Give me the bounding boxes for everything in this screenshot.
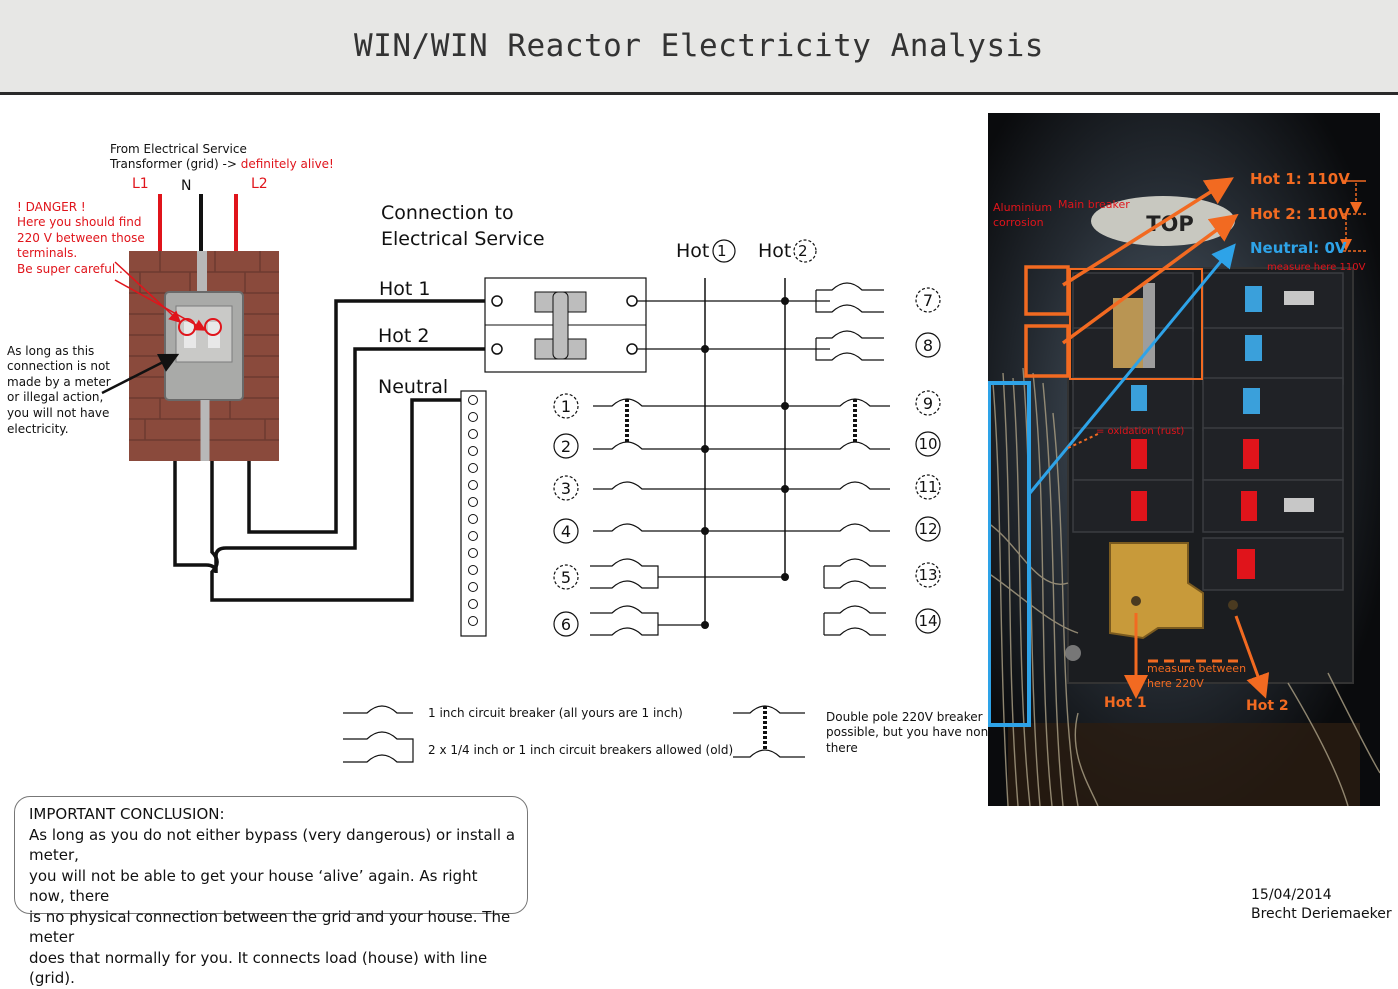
measure-220-note-1: measure between: [1147, 662, 1247, 675]
circuit-number-2: 2: [560, 437, 572, 456]
page-title: WIN/WIN Reactor Electricity Analysis: [354, 28, 1044, 64]
meter-note-1: As long as this: [7, 344, 95, 358]
service-source-alert: definitely alive!: [240, 157, 334, 171]
circuit-number-8: 8: [922, 336, 934, 355]
meter-socket-photo: [129, 251, 279, 461]
signature-author: Brecht Deriemaeker: [1251, 906, 1392, 922]
hot1-reading: Hot 1: 110V: [1250, 170, 1350, 188]
aluminium-note-2: corrosion: [993, 216, 1044, 229]
circuit-number-7: 7: [922, 291, 934, 310]
label-n: N: [181, 178, 192, 194]
right-breaker-circuits: [705, 282, 890, 636]
circuit-number-1: 1: [560, 397, 572, 416]
left-breaker-circuits: [590, 398, 785, 636]
danger-arrow-1: [114, 261, 182, 324]
main-breaker: [484, 277, 830, 373]
circuit-number-6: 6: [560, 615, 572, 634]
circuit-number-5: 5: [560, 568, 572, 587]
signature-block: 15/04/2014 Brecht Deriemaeker: [1251, 886, 1392, 924]
measure-220-note-2: here 220V: [1147, 677, 1204, 690]
legend-double-pole-1: Double pole 220V breaker: [826, 710, 983, 724]
bus-hot1-label: Hot: [676, 240, 710, 262]
circuit-number-4: 4: [560, 522, 572, 541]
label-l2: L2: [251, 176, 268, 192]
breaker-panel-drawing: TOP: [988, 113, 1380, 806]
conclusion-line-3: is no physical connection between the gr…: [29, 907, 511, 947]
service-source-line2: Transformer (grid) -> definitely alive!: [110, 157, 334, 172]
circuit-number-3: 3: [560, 479, 572, 498]
connection-title-2: Electrical Service: [381, 228, 545, 250]
circuit-number-11: 11: [918, 478, 938, 496]
meter-note-2: connection is not: [7, 359, 110, 373]
aluminium-note-1: Aluminium: [993, 201, 1053, 214]
service-source-line1: From Electrical Service: [110, 142, 247, 156]
danger-arrow-2: [114, 279, 207, 331]
conclusion-line-1: As long as you do not either bypass (ver…: [29, 825, 516, 865]
circuit-number-13: 13: [918, 566, 938, 584]
conclusion-line-4: does that normally for you. It connects …: [29, 948, 488, 988]
legend-double-pole-2: possible, but you have none: [826, 725, 996, 739]
circuit-number-12: 12: [918, 520, 938, 538]
oxidation-note: = oxidation (rust): [1096, 426, 1185, 437]
hot2-reading: Hot 2: 110V: [1250, 205, 1350, 223]
bus-hot1-number: 1: [717, 242, 727, 260]
danger-note-2: Here you should find: [17, 215, 142, 229]
label-hot1: Hot 1: [379, 278, 431, 300]
meter-note-6: electricity.: [7, 422, 69, 436]
meter-note-5: you will not have: [7, 406, 110, 420]
legend-double-breaker: 2 x 1/4 inch or 1 inch circuit breakers …: [428, 743, 734, 757]
danger-note-3: 220 V between those: [17, 231, 145, 245]
danger-note-4: terminals.: [17, 246, 78, 260]
breaker-panel-photo: TOP: [988, 113, 1380, 806]
label-hot2: Hot 2: [378, 325, 430, 347]
photo-hot2-label: Hot 2: [1246, 698, 1289, 714]
danger-note-1: ! DANGER !: [17, 200, 86, 214]
service-source-prefix: Transformer (grid) ->: [110, 157, 237, 171]
circuit-number-9: 9: [922, 394, 934, 413]
circuit-number-10: 10: [918, 435, 938, 453]
bus-junction-dots: [701, 297, 789, 629]
header-bar: WIN/WIN Reactor Electricity Analysis: [0, 0, 1398, 95]
label-l1: L1: [132, 176, 149, 192]
feeder-wires: [173, 299, 497, 602]
signature-date: 15/04/2014: [1251, 887, 1332, 903]
main-breaker-note: Main breaker: [1058, 198, 1130, 211]
number-circles: [553, 239, 941, 637]
danger-note-5: Be super careful..: [17, 262, 123, 276]
wiring-diagram: [101, 194, 941, 763]
legend-single-breaker: 1 inch circuit breaker (all yours are 1 …: [428, 706, 683, 720]
meter-note-4: or illegal action,: [7, 390, 104, 404]
measure-110-note: measure here 110V: [1267, 262, 1366, 273]
conclusion-box: IMPORTANT CONCLUSION: As long as you do …: [14, 796, 528, 987]
neutral-bar: [460, 390, 487, 637]
bus-hot2-number: 2: [798, 242, 808, 260]
legend-double-pole-3: there: [826, 741, 858, 755]
conclusion-heading: IMPORTANT CONCLUSION:: [29, 805, 225, 823]
conclusion-line-2: you will not be able to get your house ‘…: [29, 866, 478, 906]
meter-note-arrow: [101, 353, 180, 395]
meter-note-3: made by a meter: [7, 375, 111, 389]
label-neutral: Neutral: [378, 376, 449, 398]
connection-title-1: Connection to: [381, 202, 514, 224]
bus-hot2-label: Hot: [758, 240, 792, 262]
neutral-reading: Neutral: 0V: [1250, 239, 1347, 257]
circuit-number-14: 14: [918, 612, 938, 630]
photo-hot1-label: Hot 1: [1104, 695, 1147, 711]
